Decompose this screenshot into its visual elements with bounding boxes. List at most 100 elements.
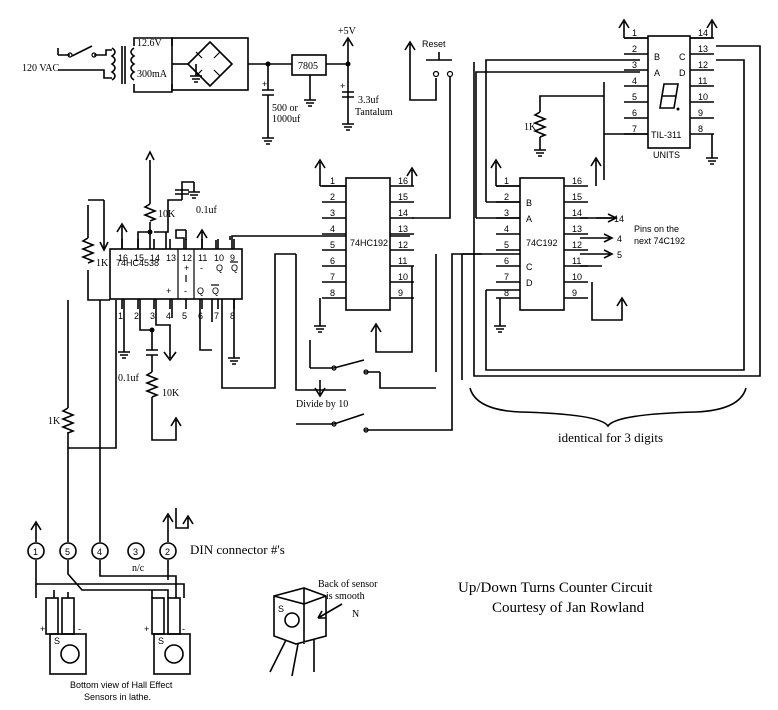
counter2-right-pin-9: 9 [572,288,577,298]
tantalum-cap-value: 3.3uf [358,95,380,106]
din-pin-label-1: 1 [33,547,38,557]
back-of-sensor: Back of sensor is smooth N S [269,579,378,677]
next-pin-5: 5 [617,250,622,260]
counter2-left-pin-7: 7 [504,272,509,282]
counter2-inner-C: C [526,262,533,272]
transformer-voltage: 12.6V [137,38,163,49]
sensor-left-s: S [54,636,60,646]
oneshot-top-pin-11: 11 [198,253,207,263]
identical-brace: identical for 3 digits [469,387,747,445]
oneshot-top-pin-14: 14 [150,253,160,263]
svg-text:Q: Q [212,286,219,296]
reset-switch: Reset [404,39,454,219]
display-right-pin-9: 9 [698,108,703,118]
vcc-label: +5V [338,26,357,37]
din-caption: DIN connector #'s [190,542,285,557]
back-sensor-s: S [278,604,284,614]
oneshot-r-top: 10K [158,209,176,220]
svg-text:C: C [679,52,686,62]
display-left-pin-7: 7 [632,124,637,134]
counter1-right-pin-12: 12 [398,240,408,250]
counter2-inner-A: A [526,214,532,224]
divide-label: Divide by 10 [296,399,348,410]
oneshot-chip-label: 74HC4538 [116,258,159,268]
svg-text:+: + [262,79,267,89]
oneshot-top-pin-15: 15 [134,253,144,263]
counter2-left-pin-1: 1 [504,176,509,186]
oneshot-c-top: 0.1uf [196,205,218,216]
oneshot-r-bot: 10K [162,388,180,399]
din-pin-5 [59,542,77,560]
oneshot-top-pin-16: 16 [118,253,128,263]
svg-text:+: + [340,81,345,91]
display-r-label: 1K [524,122,537,133]
counter2-left-pin-4: 4 [504,224,509,234]
display-left-pin-2: 2 [632,44,637,54]
din-pin-3 [127,542,145,560]
din-connector: 1 5 4 3 2 n/c DIN connector #'s 1K [27,300,285,574]
oneshot-top-pin-10: 10 [214,253,224,263]
voltage-regulator [291,54,327,76]
svg-text:+: + [184,263,189,273]
next-pin-14: 14 [614,214,624,224]
back-sensor-line1: Back of sensor [318,579,378,590]
counter1-right-pin-10: 10 [398,272,408,282]
counter2-left-pin-3: 3 [504,208,509,218]
counter2-right-pin-12: 12 [572,240,582,250]
counter1-left-pin-3: 3 [330,208,335,218]
filter-cap-label-b: 1000uf [272,114,301,125]
power-supply: 120 VAC 12.6V 300mA + 500 or 1000uf [22,26,393,145]
oneshot-bottom-pin-7: 7 [214,311,219,321]
oneshot-top-pin-9: 9 [230,253,235,263]
display-right-pin-13: 13 [698,44,708,54]
oneshot-bottom-pin-5: 5 [182,311,187,321]
sensor-right-s: S [158,636,164,646]
divide-switches: Divide by 10 [296,253,482,433]
counter2-right-pin-11: 11 [572,256,581,266]
counter2-left-pin-2: 2 [504,192,509,202]
oneshot-bottom-pin-8: 8 [230,311,235,321]
filter-cap-label-a: 500 or [272,103,299,114]
din-r-label: 1K [48,416,61,427]
counter2-inner-B: B [526,198,532,208]
din-nc: n/c [132,563,145,574]
din-pin-label-5: 5 [65,547,70,557]
counter1-left-pin-1: 1 [330,176,335,186]
display-chip-label: TIL-311 [651,130,681,140]
sensor-left-minus: - [78,624,81,634]
svg-text:+: + [166,286,171,296]
counter2-left-pin-6: 6 [504,256,509,266]
counter1-right-pin-15: 15 [398,192,408,202]
oneshot-bottom-pin-1: 1 [118,311,123,321]
title-line2: Courtesy of Jan Rowland [492,600,645,616]
display-right-pin-11: 11 [698,76,707,86]
sensor-caption-b: Sensors in lathe. [84,692,151,702]
display-right-pin-10: 10 [698,92,708,102]
counter2-chip-label: 74C192 [526,238,558,248]
oneshot-top-pin-13: 13 [166,253,176,263]
display-right-pin-14: 14 [698,28,708,38]
counter1-left-pin-7: 7 [330,272,335,282]
counter1-right-pin-14: 14 [398,208,408,218]
counter2-right-pin-14: 14 [572,208,582,218]
counter2-right-pin-16: 16 [572,176,582,186]
display-caption: UNITS [653,150,680,160]
counter1-left-pin-6: 6 [330,256,335,266]
svg-text:A: A [654,68,660,78]
din-pin-label-3: 3 [133,547,138,557]
din-pin-label-2: 2 [165,547,170,557]
mains-label: 120 VAC [22,63,59,74]
display-right-pin-12: 12 [698,60,708,70]
svg-text:B: B [654,52,660,62]
din-pin-1 [27,542,45,560]
counter1-left-pin-8: 8 [330,288,335,298]
svg-text:Q: Q [216,263,223,273]
svg-text:Q: Q [197,286,204,296]
display-left-pin-3: 3 [632,60,637,70]
counter1-right-pin-11: 11 [398,256,407,266]
oneshot-bottom-pin-4: 4 [166,311,171,321]
display-left-pin-6: 6 [632,108,637,118]
svg-text:Q: Q [231,263,238,273]
